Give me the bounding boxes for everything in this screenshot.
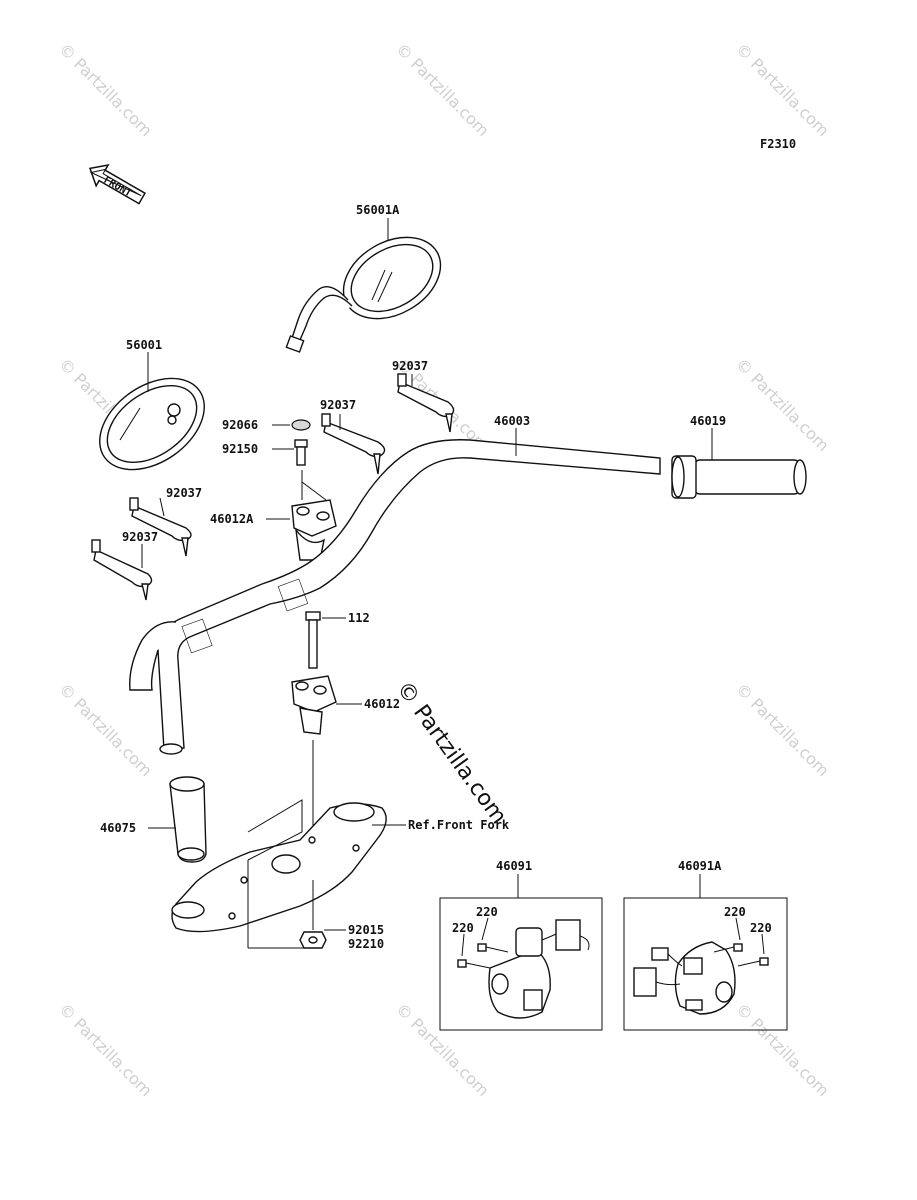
nut-92015 xyxy=(299,931,327,949)
label-46012A: 46012A xyxy=(210,512,254,526)
fork-bracket xyxy=(171,802,387,933)
label-92037-top: 92037 xyxy=(392,359,428,373)
label-46012: 46012 xyxy=(364,697,400,711)
label-56001: 56001 xyxy=(126,338,162,352)
watermark: © Partzilla.com xyxy=(732,999,833,1100)
label-46075: 46075 xyxy=(100,821,136,835)
handlebar-46003 xyxy=(129,439,661,755)
mirror-right xyxy=(285,236,442,353)
watermark: © Partzilla.com xyxy=(55,679,156,780)
switch-left-housing xyxy=(488,919,590,1019)
front-arrow-icon: FRONT xyxy=(89,163,146,205)
grip-46075 xyxy=(169,776,207,863)
leader-220-c xyxy=(735,917,741,941)
fork-outline-guide xyxy=(247,799,303,861)
label-220-b: 220 xyxy=(452,921,474,935)
screw-220-c xyxy=(713,943,743,953)
label-46003: 46003 xyxy=(494,414,530,428)
label-ref-front-fork: Ref.Front Fork xyxy=(408,818,510,832)
label-112: 112 xyxy=(348,611,370,625)
watermark: © Partzilla.com xyxy=(55,999,156,1100)
holder-46012 xyxy=(291,675,337,735)
bolt-92150 xyxy=(294,439,308,466)
plate-92037-top xyxy=(397,373,455,433)
watermark: © Partzilla.com xyxy=(732,354,833,455)
holder-46012A xyxy=(291,499,337,561)
leader-220-d xyxy=(761,933,765,955)
label-220-a: 220 xyxy=(476,905,498,919)
screw-220-a xyxy=(477,943,509,953)
bolt-112 xyxy=(305,611,321,669)
switch-right-housing xyxy=(633,941,736,1015)
grip-46019 xyxy=(671,455,807,499)
label-92037-mid: 92037 xyxy=(320,398,356,412)
watermark-grid: © Partzilla.com © Partzilla.com © Partzi… xyxy=(55,39,833,1100)
screw-220-b xyxy=(457,959,491,969)
label-46019: 46019 xyxy=(690,414,726,428)
label-46091A: 46091A xyxy=(678,859,722,873)
leader-220-a xyxy=(481,917,489,941)
screw-220-d xyxy=(737,957,769,967)
plate-92037-mid xyxy=(321,413,386,475)
cap-92066 xyxy=(291,419,311,431)
watermark: © Partzilla.com xyxy=(392,39,493,140)
box-46091 xyxy=(439,897,603,1031)
watermark: © Partzilla.com xyxy=(732,39,833,140)
watermark: © Partzilla.com xyxy=(55,39,156,140)
mirror-left xyxy=(99,377,205,471)
label-56001A: 56001A xyxy=(356,203,400,217)
leader-92037-left-upper xyxy=(159,497,165,517)
watermark: © Partzilla.com xyxy=(392,999,493,1100)
guide-46012A-b xyxy=(301,481,327,501)
label-220-d: 220 xyxy=(750,921,772,935)
center-watermark: © Partzilla.com xyxy=(391,677,511,829)
plate-92037-left-lower xyxy=(91,539,153,601)
box-46091A xyxy=(623,897,788,1031)
label-92015: 92015 xyxy=(348,923,384,937)
label-92066: 92066 xyxy=(222,418,258,432)
label-46091: 46091 xyxy=(496,859,532,873)
label-92037-left-upper: 92037 xyxy=(166,486,202,500)
label-92037-left-lower: 92037 xyxy=(122,530,158,544)
figure-code: F2310 xyxy=(760,137,796,151)
label-220-c: 220 xyxy=(724,905,746,919)
label-92210: 92210 xyxy=(348,937,384,951)
label-92150: 92150 xyxy=(222,442,258,456)
plate-92037-left-upper xyxy=(129,497,192,557)
watermark: © Partzilla.com xyxy=(732,679,833,780)
leader-220-b xyxy=(461,933,465,957)
